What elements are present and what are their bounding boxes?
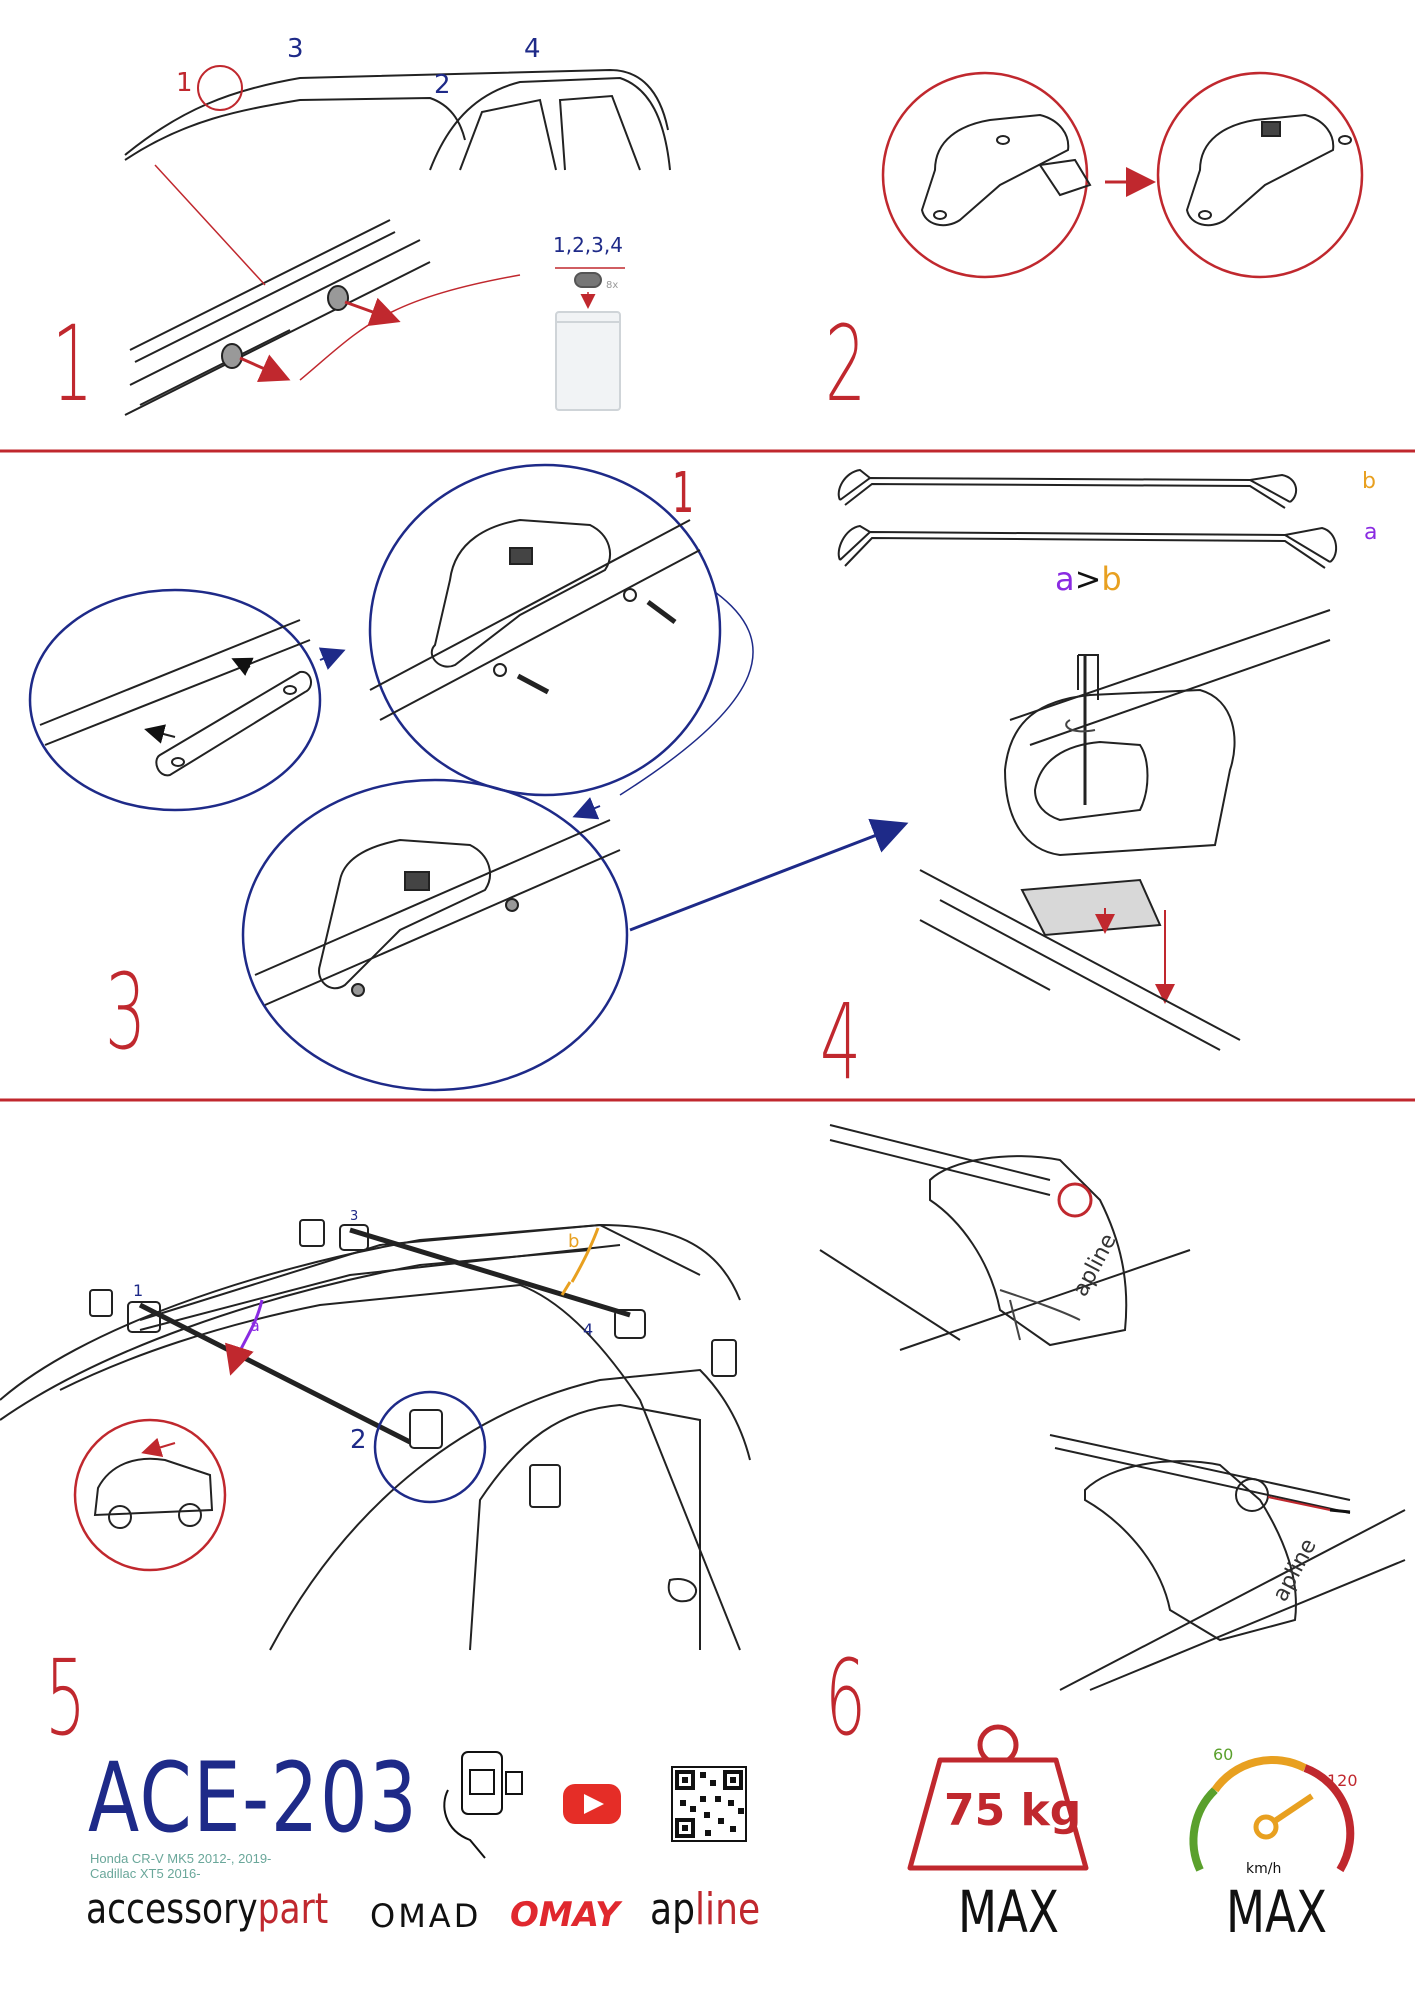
step-number-4: 4 (820, 981, 862, 1103)
max-weight: 75 kg (944, 1785, 1082, 1836)
max-weight-label: MAX (958, 1878, 1059, 1946)
speed-unit: km/h (1246, 1861, 1282, 1877)
compare-a: a (1055, 560, 1075, 598)
roof-callout-3: 3 (287, 34, 304, 64)
car-callout-1: 1 (133, 1281, 144, 1300)
step-number-3: 3 (105, 951, 147, 1073)
phone-scan-icon (443, 1751, 523, 1859)
roof-callout-2: 2 (434, 70, 451, 100)
step-number-5: 5 (45, 1637, 87, 1759)
model-code: ACE-203 (88, 1742, 419, 1854)
step-number-1: 1 (52, 303, 94, 425)
brand-apline-a: ap (650, 1884, 696, 1935)
step-number-2: 2 (825, 303, 867, 425)
roof-callout-4: 4 (524, 34, 541, 64)
bar-length-comparison: a>b (1055, 563, 1122, 595)
speed-tick-60: 60 (1213, 1745, 1234, 1764)
plugs-quantity: 8x (606, 280, 619, 291)
panel-4-attach-foot (837, 468, 1338, 1051)
qr-code-icon[interactable] (671, 1766, 747, 1842)
panel-2-insert-clip (881, 71, 1364, 279)
speed-tick-120: 120 (1327, 1771, 1358, 1790)
step-number-6: 6 (825, 1637, 867, 1759)
compat-line-2: Cadillac XT5 2016- (90, 1866, 201, 1881)
brand-accessorypart: accessorypart (86, 1888, 328, 1930)
brand-accessorypart-b: part (257, 1884, 329, 1933)
car-callout-4: 4 (583, 1320, 594, 1339)
youtube-icon[interactable] (563, 1784, 621, 1824)
car-callout-2: 2 (350, 1425, 367, 1455)
brand-apline-b: line (695, 1884, 761, 1935)
brand-accessorypart-a: accessory (86, 1884, 258, 1933)
bar-label-b: b (1362, 469, 1376, 494)
panel-6-lock (819, 1124, 1406, 1691)
weight-icon (907, 1724, 1089, 1871)
car-callout-a: a (250, 1316, 260, 1335)
brand-apline: apline (650, 1888, 760, 1932)
brand-omay: OMAY (510, 1895, 620, 1935)
bar-label-a: a (1364, 520, 1378, 545)
sub-step-1: 1 (672, 461, 695, 526)
speedometer-icon (1189, 1755, 1355, 1873)
car-callout-b: b (568, 1231, 580, 1252)
car-callout-3: 3 (350, 1209, 359, 1224)
roof-callout-1: 1 (176, 68, 193, 98)
max-speed-label: MAX (1226, 1878, 1327, 1946)
compare-greater: > (1074, 560, 1102, 598)
panel-5-place-on-car (0, 1219, 751, 1651)
panel-1-remove-plugs (124, 65, 671, 416)
brand-omad: OMAD (370, 1897, 482, 1935)
panel-3-mount-plate (28, 463, 909, 1092)
plugs-label: 1,2,3,4 (553, 233, 623, 257)
compat-line-1: Honda CR-V MK5 2012-, 2019- (90, 1851, 272, 1866)
compare-b: b (1101, 560, 1122, 598)
